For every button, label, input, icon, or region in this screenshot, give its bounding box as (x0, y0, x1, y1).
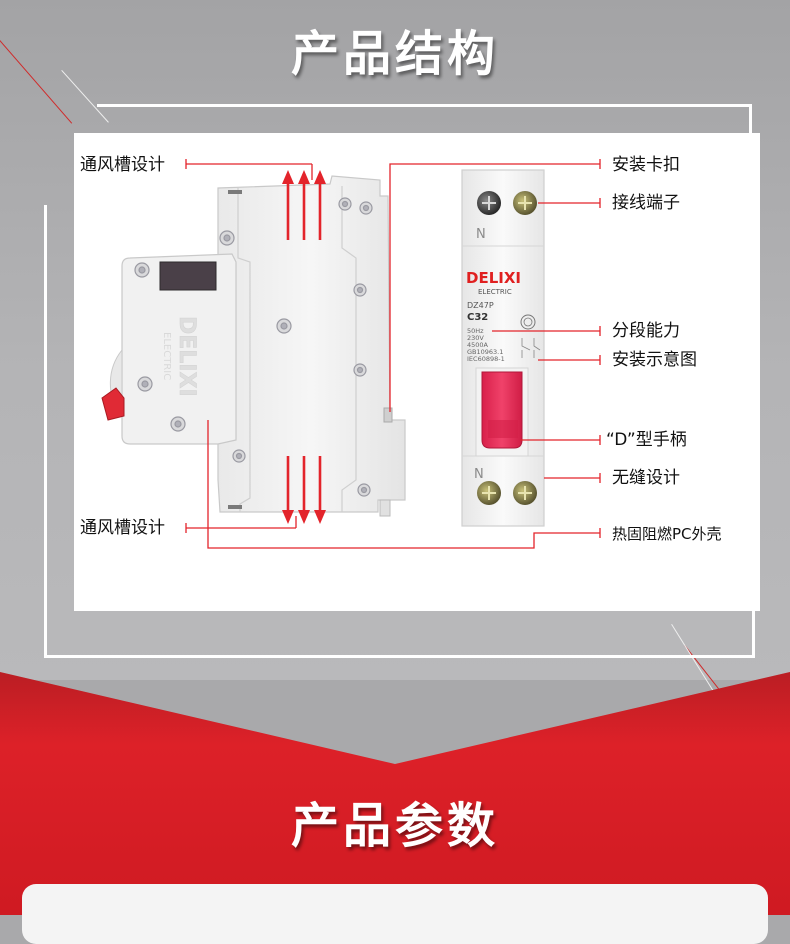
frame-bottom-line (44, 655, 755, 658)
side-view: DELIXI ELECTRIC (101, 175, 406, 517)
callout-handle: “D”型手柄 (606, 430, 687, 450)
spec-line-2: 4500A (467, 341, 489, 349)
frame-left-line (44, 205, 47, 657)
front-rating: C32 (467, 312, 488, 323)
vent-arrows-top (282, 170, 326, 240)
side-brand-sub-emboss: ELECTRIC (161, 332, 172, 380)
spec-line-4: IEC60898-1 (467, 355, 505, 363)
vent-arrows-bottom (282, 456, 326, 524)
terminal-mark-top: N (476, 227, 486, 242)
callout-breaking-capacity: 分段能力 (612, 321, 680, 341)
spec-line-3: GB10963.1 (467, 348, 503, 356)
section-params-title: 产品参数 (290, 798, 499, 854)
spec-line-0: 50Hz (467, 327, 484, 335)
front-view: N N DELIXI ELECTRIC DZ47P C32 50Hz 230V … (461, 169, 545, 527)
callout-vent-top: 通风槽设计 (80, 155, 165, 175)
section-title: 产品结构 (290, 26, 499, 82)
frame-right-lower-line (752, 578, 755, 658)
callout-lines (185, 159, 601, 549)
callout-terminal: 接线端子 (612, 193, 680, 213)
callout-seamless: 无缝设计 (612, 468, 680, 488)
front-brand: DELIXI (466, 269, 521, 287)
callout-install-diagram: 安装示意图 (612, 350, 697, 370)
product-diagram: DELIXI ELECTRIC (101, 159, 601, 549)
front-brand-sub: ELECTRIC (478, 288, 512, 296)
callout-vent-bottom: 通风槽设计 (80, 518, 165, 538)
side-brand-emboss: DELIXI (174, 316, 199, 397)
frame-top-line (97, 104, 752, 107)
frame-right-line (749, 104, 752, 134)
callout-clip: 安装卡扣 (612, 155, 680, 175)
params-card (22, 884, 768, 944)
front-model: DZ47P (467, 301, 494, 310)
callout-shell: 热固阻燃PC外壳 (612, 525, 722, 543)
spec-line-1: 230V (467, 334, 484, 342)
terminal-mark-bottom: N (474, 467, 484, 482)
